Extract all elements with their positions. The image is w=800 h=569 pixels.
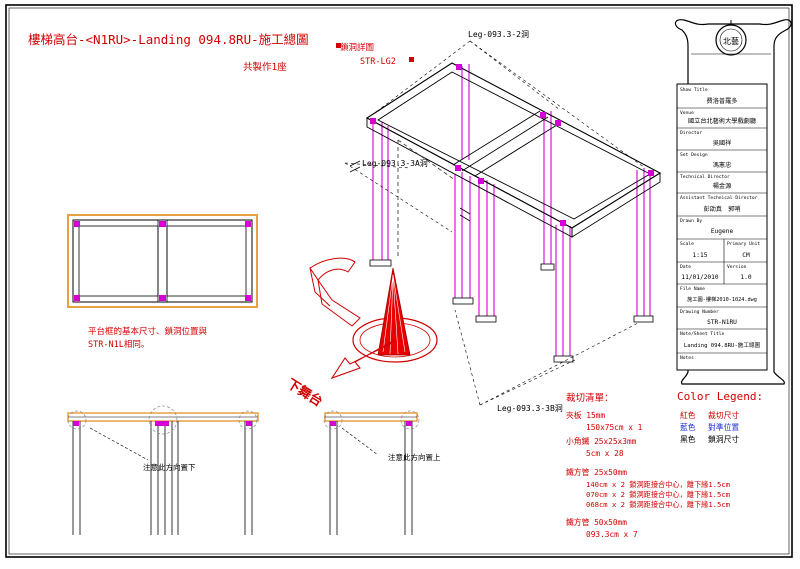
stage-direction-marker: [309, 257, 438, 380]
tb-label-director: Director: [680, 130, 702, 136]
drawing-title: 樓梯高台-<N1RU>-Landing 094.8RU-施工總圖: [28, 32, 309, 47]
cut-group-line: 070cm x 2 鎖洞距接合中心，離下緣1.5cm: [586, 490, 730, 499]
side-elevation: [67, 405, 259, 535]
callout-marker: [409, 57, 414, 62]
cut-list: 裁切清單： 夾板 15mm 150x75cm x 1 小角鐵 25x25x3mm…: [566, 392, 730, 539]
tb-value-director: 吳國祥: [713, 139, 732, 147]
tb-label-scale: Scale: [680, 241, 694, 247]
tb-label-technical-director: Technical Director: [680, 174, 730, 180]
tb-value-technical-director: 楊金源: [713, 182, 732, 190]
isometric-frame: [365, 62, 662, 363]
plan-note-line2: STR-N1L相同。: [88, 339, 149, 350]
cut-group-head: 鐵方管 25x50mm: [566, 467, 627, 477]
tb-label-assistant-td: Assistant Technical Director: [680, 195, 758, 201]
down-stage-label: 下舞台: [284, 376, 326, 410]
color-legend: Color Legend: 紅色 裁切尺寸 藍色 對準位置 黑色 鎖洞尺寸: [677, 390, 763, 444]
tb-value-venue: 國立台北藝術大學戲劇廳: [688, 117, 756, 125]
title-block: 北藝 Show Title Venue Director Set Design …: [674, 19, 792, 385]
tb-value-file-name: 施工圖-樓梯2010-1024.dwg: [687, 295, 757, 303]
tb-value-set-design: 馮憲忠: [713, 161, 732, 169]
frame-legs: [372, 64, 651, 360]
plan-note-line1: 平台框的基本尺寸、鎖洞位置與: [88, 326, 208, 337]
legend-swatch-blue: 藍色: [680, 422, 696, 432]
elevation-note-right: 注意此方向置上: [388, 452, 441, 462]
legend-swatch-black: 黑色: [680, 434, 696, 444]
cut-list-title: 裁切清單：: [566, 392, 614, 404]
tb-value-drawing-number: STR-N1RU: [707, 319, 737, 326]
tb-label-primary-unit: Primary Unit: [727, 241, 760, 247]
tb-value-primary-unit: CM: [742, 252, 750, 259]
cut-group-head: 鐵方管 50x50mm: [566, 517, 627, 527]
cut-group-head: 小角鐵 25x25x3mm: [566, 436, 637, 446]
tb-label-note-sheet-title: Note/Sheet Title: [680, 331, 724, 337]
tb-label-file-name: File Name: [680, 286, 705, 292]
cut-group-head: 夾板 15mm: [566, 410, 605, 420]
tb-value-note-sheet-title: Landing 094.8RU-施工總圖: [684, 341, 761, 349]
tb-label-show-title: Show Title: [680, 87, 708, 93]
detail-callout-line2: STR-LG2: [360, 57, 396, 67]
cut-group-line: 093.3cm x 7: [586, 530, 638, 539]
leg-label-mid: Leg-093.3-3A洞: [362, 158, 428, 168]
elevation-note-left: 注意此方向置下: [143, 462, 196, 472]
tb-label-drawn-by: Drawn By: [680, 218, 702, 224]
tb-value-date: 11/01/2010: [681, 274, 719, 281]
leg-label-top: Leg-093.3-2洞: [468, 29, 529, 39]
tb-value-assistant-td: 彭劭真 郭哨: [703, 205, 740, 213]
sheet-border: [5, 4, 793, 558]
cut-group-line: 150x75cm x 1: [586, 423, 643, 432]
tb-label-version: Version: [727, 264, 747, 270]
plan-view: [67, 214, 258, 308]
leg-label-bottom: Leg-093.3-3B洞: [497, 403, 563, 413]
end-elevation: [323, 410, 420, 535]
tb-label-notes: Notes: [680, 355, 694, 361]
callout-marker: [336, 43, 341, 48]
legend-swatch-red: 紅色: [680, 410, 696, 420]
cut-group-line: 068cm x 2 鎖洞距接合中心，離下緣1.5cm: [586, 500, 730, 509]
legend-title: Color Legend:: [677, 390, 763, 403]
cut-group-line: 5cm x 28: [586, 449, 624, 458]
tb-value-scale: 1:15: [693, 252, 708, 259]
tb-label-drawing-number: Drawing Number: [680, 309, 719, 315]
tb-value-drawn-by: Eugene: [711, 228, 734, 235]
detail-callout-line1: 鎖洞詳圖: [340, 42, 374, 53]
legend-meaning-red: 裁切尺寸: [708, 410, 739, 420]
tb-value-version: 1.0: [740, 274, 751, 281]
cut-group-line: 140cm x 2 鎖洞距接合中心，離下緣1.5cm: [586, 480, 730, 489]
legend-meaning-black: 鎖洞尺寸: [708, 434, 739, 444]
tb-label-date: Date: [680, 264, 691, 270]
sheet-inner-border: [8, 7, 790, 555]
tb-label-venue: Venue: [680, 110, 694, 116]
legend-meaning-blue: 對準位置: [708, 422, 739, 432]
quantity-note: 共製作1座: [243, 61, 287, 73]
tb-label-set-design: Set Design: [680, 152, 708, 158]
tb-value-show-title: 費洛普羅多: [707, 97, 738, 105]
institution-logo: 北藝: [723, 36, 739, 46]
